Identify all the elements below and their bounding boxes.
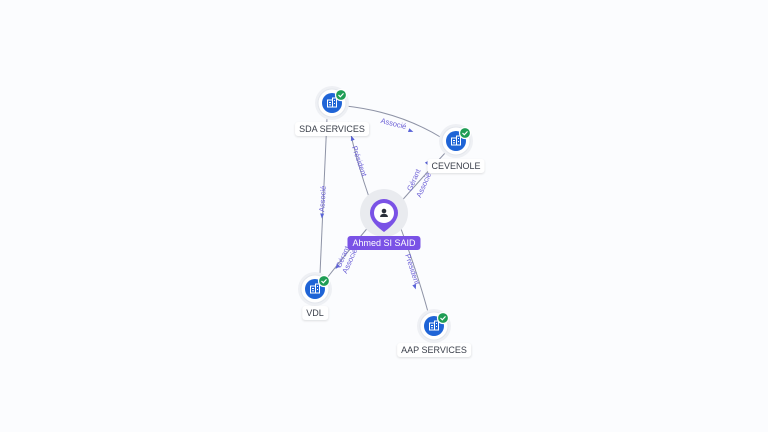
company-label-aap[interactable]: AAP SERVICES [397, 343, 471, 357]
company-label-vdl[interactable]: VDL [302, 306, 328, 320]
verified-check-icon [458, 126, 472, 140]
verified-check-icon [317, 274, 331, 288]
person-node[interactable] [360, 189, 408, 237]
arrowhead-icon [350, 135, 355, 141]
relation-label: Président [350, 145, 369, 179]
company-node-aap[interactable] [417, 309, 451, 343]
relation-label: Associé [317, 185, 328, 212]
building-icon [429, 320, 439, 331]
person-icon [380, 208, 388, 217]
person-label[interactable]: Ahmed SI SAID [347, 236, 421, 250]
company-label-sda[interactable]: SDA SERVICES [295, 122, 369, 136]
company-label-cevenole[interactable]: CEVENOLE [427, 159, 485, 173]
nodes-layer [298, 86, 473, 343]
building-icon [327, 97, 337, 108]
building-icon [451, 135, 461, 146]
arrowhead-icon [335, 263, 341, 269]
relation-edge-sda-vdl [319, 117, 328, 275]
relation-edge-center-vdl [326, 224, 371, 279]
building-icon [310, 283, 320, 294]
verified-check-icon [334, 88, 348, 102]
arrowhead-icon [407, 128, 414, 133]
relation-label: Président [403, 253, 422, 287]
company-node-sda[interactable] [315, 86, 349, 120]
arrowhead-icon [320, 213, 325, 219]
verified-check-icon [436, 311, 450, 325]
relation-label: Associé [380, 116, 408, 131]
company-node-cevenole[interactable] [439, 124, 473, 158]
relation-edge-sda-cevenole [345, 105, 443, 139]
relation-edge-center-aap [399, 225, 429, 313]
arrowhead-icon [412, 284, 417, 290]
company-node-vdl[interactable] [298, 272, 332, 306]
